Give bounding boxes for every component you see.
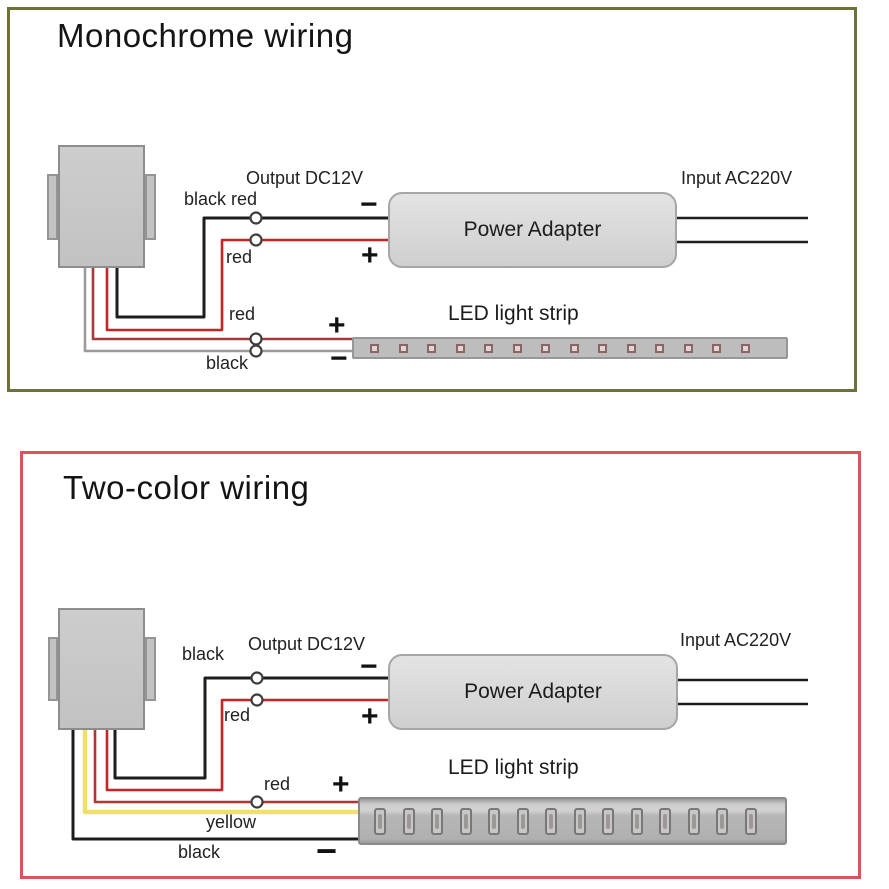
duo-label-red-upper: red [224, 705, 251, 725]
duo-yellow-strip-wire [82, 724, 362, 815]
led-module-11 [659, 807, 671, 835]
duo-switch-body [58, 608, 145, 730]
duo-adapter-plus-sign: + [361, 700, 379, 733]
mono-label-red-lower: red [229, 304, 256, 324]
led-chip-9 [598, 343, 607, 353]
mono-input-label: Input AC220V [681, 168, 793, 188]
duo-label-yellow: yellow [206, 812, 257, 832]
led-module-1 [374, 807, 386, 835]
mono-red-wire [105, 238, 392, 332]
led-module-7 [545, 807, 557, 835]
led-chip-1 [370, 343, 379, 353]
led-chip-4 [455, 343, 465, 353]
mono-red-strip-wire [91, 262, 356, 341]
led-module-10 [630, 807, 643, 835]
mono-strip-plus-sign: + [328, 309, 346, 342]
mono-switch-body [58, 145, 145, 268]
led-chip-11 [655, 343, 664, 353]
led-chip-3 [427, 343, 436, 353]
led-module-12 [687, 807, 700, 835]
duo-power-adapter-label: Power Adapter [464, 680, 602, 703]
led-module-8 [573, 807, 586, 835]
duo-red-wire [105, 698, 392, 792]
mono-strip-label: LED light strip [448, 302, 579, 325]
duo-red-strip-wire [93, 724, 362, 804]
duo-connector-black [250, 671, 264, 685]
led-module-3 [431, 807, 443, 835]
mono-power-adapter-label: Power Adapter [463, 218, 602, 241]
mono-connector-strip-plus [249, 332, 263, 346]
mono-switch-right-tab [145, 174, 156, 240]
led-module-5 [488, 807, 500, 835]
duo-switch-right-tab [145, 637, 156, 701]
mono-led-strip [352, 337, 788, 359]
duo-black-wire [113, 676, 392, 780]
led-module-6 [516, 807, 529, 835]
led-module-9 [602, 807, 614, 835]
led-chip-7 [541, 343, 550, 353]
mono-power-adapter: Power Adapter [388, 192, 677, 268]
led-chip-5 [484, 343, 493, 353]
led-module-13 [716, 807, 728, 835]
led-module-2 [402, 807, 415, 835]
duo-strip-plus-sign: + [332, 768, 350, 801]
duo-connector-red [250, 693, 264, 707]
duo-strip-minus-sign: − [316, 830, 338, 871]
mono-connector-red [249, 233, 263, 247]
duo-output-label: Output DC12V [248, 634, 366, 654]
duo-input-label: Input AC220V [680, 630, 792, 650]
mono-black-wire [115, 216, 392, 319]
duo-switch-left-tab [48, 637, 58, 701]
mono-connector-black [249, 211, 263, 225]
mono-adapter-minus-sign: − [360, 188, 378, 221]
led-module-14 [744, 807, 757, 835]
led-chip-10 [626, 343, 636, 353]
mono-gray-strip-wire [83, 262, 356, 353]
duo-label-black-lower: black [178, 842, 221, 862]
mono-output-label: Output DC12V [246, 168, 364, 188]
duo-led-strip [358, 797, 787, 845]
mono-switch-left-tab [47, 174, 58, 240]
duo-label-red-lower: red [264, 774, 291, 794]
mono-label-black-lower: black [206, 353, 249, 373]
duo-strip-label: LED light strip [448, 756, 579, 779]
mono-label-black-red: black red [184, 189, 258, 209]
duo-label-black-upper: black [182, 644, 225, 664]
duo-black-strip-wire [71, 724, 362, 841]
led-chip-12 [683, 343, 693, 353]
two-color-title: Two-color wiring [63, 469, 310, 506]
led-module-4 [459, 807, 472, 835]
monochrome-title: Monochrome wiring [57, 17, 354, 54]
mono-connector-strip-minus [249, 344, 263, 358]
led-chip-8 [569, 343, 579, 353]
led-chip-14 [740, 343, 750, 353]
mono-label-red-upper: red [226, 247, 253, 267]
duo-power-adapter: Power Adapter [388, 654, 678, 730]
mono-adapter-plus-sign: + [361, 239, 379, 272]
duo-connector-strip-plus [250, 795, 264, 809]
duo-adapter-minus-sign: − [360, 650, 378, 683]
led-chip-13 [712, 343, 721, 353]
led-chip-2 [398, 343, 408, 353]
led-chip-6 [512, 343, 522, 353]
mono-strip-minus-sign: − [330, 342, 348, 375]
